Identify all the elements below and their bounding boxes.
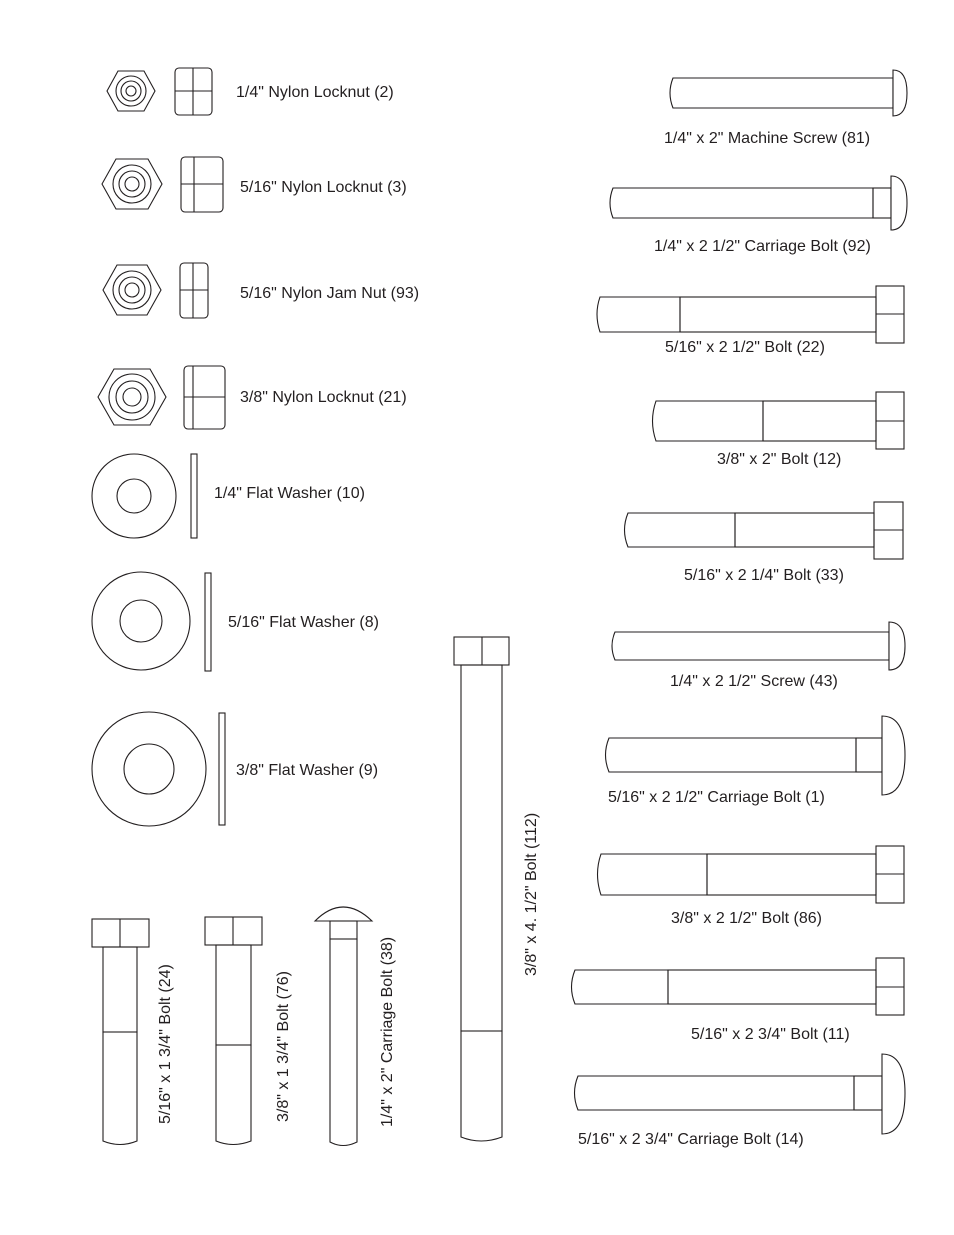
machine-screw-quarter-by-two-label: 1/4" x 2" Machine Screw (81) [664, 130, 870, 147]
flat-washer-quarter-icon [91, 453, 198, 539]
bolt-three-eighths-by-two-half-label: 3/8" x 2 1/2" Bolt (86) [671, 910, 822, 927]
bolt-three-eighths-by-four-half-icon [453, 636, 510, 1142]
flat-washer-quarter-label: 1/4" Flat Washer (10) [214, 485, 365, 502]
nylon-jam-nut-label: 5/16" Nylon Jam Nut (93) [240, 285, 419, 302]
bolt-three-eighths-by-two-half-icon [596, 845, 905, 904]
carriage-bolt-quarter-by-two-half-icon [609, 175, 908, 231]
carriage-bolt-five-sixteenths-by-two-half-label: 5/16" x 2 1/2" Carriage Bolt (1) [608, 789, 825, 806]
bolt-five-sixteenths-by-two-three-quarter-icon [570, 957, 905, 1016]
carriage-bolt-quarter-by-two-label: 1/4" x 2" Carriage Bolt (38) [379, 937, 396, 1127]
carriage-bolt-five-sixteenths-by-two-half-icon [604, 715, 906, 796]
nylon-locknut-five-sixteenths-icon [101, 156, 224, 213]
bolt-three-eighths-by-two-label: 3/8" x 2" Bolt (12) [717, 451, 841, 468]
bolt-three-eighths-by-one-three-quarter-icon [204, 916, 263, 1146]
screw-quarter-by-two-half-icon [611, 621, 906, 671]
machine-screw-quarter-by-two-icon [669, 69, 908, 117]
bolt-three-eighths-by-four-half-label: 3/8" x 4. 1/2" Bolt (112) [523, 813, 540, 976]
carriage-bolt-quarter-by-two-icon [313, 906, 374, 1147]
screw-quarter-by-two-half-label: 1/4" x 2 1/2" Screw (43) [670, 673, 838, 690]
nylon-locknut-three-eighths-label: 3/8" Nylon Locknut (21) [240, 389, 407, 406]
flat-washer-three-eighths-icon [91, 711, 226, 827]
carriage-bolt-quarter-by-two-half-label: 1/4" x 2 1/2" Carriage Bolt (92) [654, 238, 871, 255]
nylon-locknut-five-sixteenths-label: 5/16" Nylon Locknut (3) [240, 179, 407, 196]
bolt-five-sixteenths-by-two-quarter-label: 5/16" x 2 1/4" Bolt (33) [684, 567, 844, 584]
nylon-locknut-quarter-icon [106, 67, 213, 116]
bolt-five-sixteenths-by-two-quarter-icon [623, 501, 904, 560]
bolt-five-sixteenths-by-two-half-icon [596, 285, 905, 344]
bolt-five-sixteenths-by-one-three-quarter-icon [91, 918, 150, 1146]
nylon-locknut-three-eighths-icon [97, 365, 226, 430]
bolt-five-sixteenths-by-one-three-quarter-label: 5/16" x 1 3/4" Bolt (24) [157, 964, 174, 1124]
nylon-locknut-quarter-label: 1/4" Nylon Locknut (2) [236, 84, 394, 101]
carriage-bolt-five-sixteenths-by-two-three-quarter-icon [573, 1053, 906, 1135]
carriage-bolt-five-sixteenths-by-two-three-quarter-label: 5/16" x 2 3/4" Carriage Bolt (14) [578, 1131, 804, 1148]
bolt-five-sixteenths-by-two-three-quarter-label: 5/16" x 2 3/4" Bolt (11) [691, 1026, 850, 1043]
bolt-three-eighths-by-two-icon [651, 391, 905, 450]
flat-washer-five-sixteenths-label: 5/16" Flat Washer (8) [228, 614, 379, 631]
bolt-five-sixteenths-by-two-half-label: 5/16" x 2 1/2" Bolt (22) [665, 339, 825, 356]
flat-washer-three-eighths-label: 3/8" Flat Washer (9) [236, 762, 378, 779]
flat-washer-five-sixteenths-icon [91, 571, 212, 672]
nylon-jam-nut-icon [102, 262, 209, 319]
bolt-three-eighths-by-one-three-quarter-label: 3/8" x 1 3/4" Bolt (76) [275, 971, 292, 1122]
